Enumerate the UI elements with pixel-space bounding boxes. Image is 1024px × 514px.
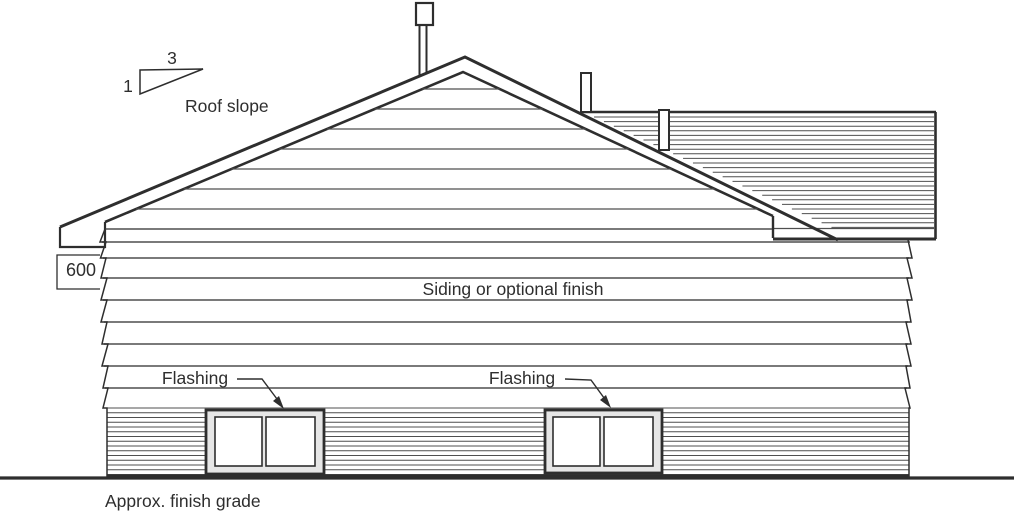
dimension-bracket (56, 254, 100, 290)
flashing-callout-right: Flashing (489, 368, 611, 408)
flashing-left-leader-line (237, 378, 281, 404)
rake-inner-line (104, 70, 774, 224)
flashing-left-arrowhead-icon (273, 396, 284, 409)
left-window-pane-right (265, 416, 316, 467)
slope-triangle-icon (139, 68, 204, 96)
roof-slope-indicator: 3 1 Roof slope (123, 48, 269, 116)
slope-rise-label: 1 (123, 76, 133, 96)
vent-pipe-ridge (580, 72, 592, 113)
slope-run-label: 3 (167, 48, 177, 68)
flashing-right-leader-line (564, 378, 608, 403)
rake-outer-line (59, 55, 839, 242)
wall-siding-lines (102, 228, 910, 389)
right-window (543, 408, 664, 475)
left-eave-overhang-outline (58, 222, 107, 249)
gable-siding-lines (136, 88, 758, 210)
roof-slope-label: Roof slope (185, 96, 269, 116)
chimney-flue (414, 1, 435, 76)
right-window-pane-left (552, 416, 601, 467)
flashing-left-label: Flashing (162, 368, 228, 388)
flashing-callout-left: Flashing (162, 368, 284, 409)
flashing-right-label: Flashing (489, 368, 555, 388)
flue-shaft (419, 25, 427, 75)
left-window-pane-left (214, 416, 263, 467)
vent-pipe-rear (658, 109, 670, 151)
right-window-pane-right (603, 416, 654, 467)
roof-fascia-band (60, 57, 838, 247)
flue-cap (414, 1, 435, 27)
wall-right-edge (904, 239, 913, 477)
eave-dimension-label: 600 (66, 260, 96, 280)
eave-dimension: 600 (56, 254, 100, 290)
left-window (204, 408, 326, 476)
flashing-right-arrowhead-icon (600, 395, 611, 408)
siding-label: Siding or optional finish (423, 279, 604, 299)
wall-left-edge (98, 222, 109, 477)
finish-grade-label: Approx. finish grade (105, 491, 261, 511)
rear-roof-shingle-lines (594, 116, 934, 228)
